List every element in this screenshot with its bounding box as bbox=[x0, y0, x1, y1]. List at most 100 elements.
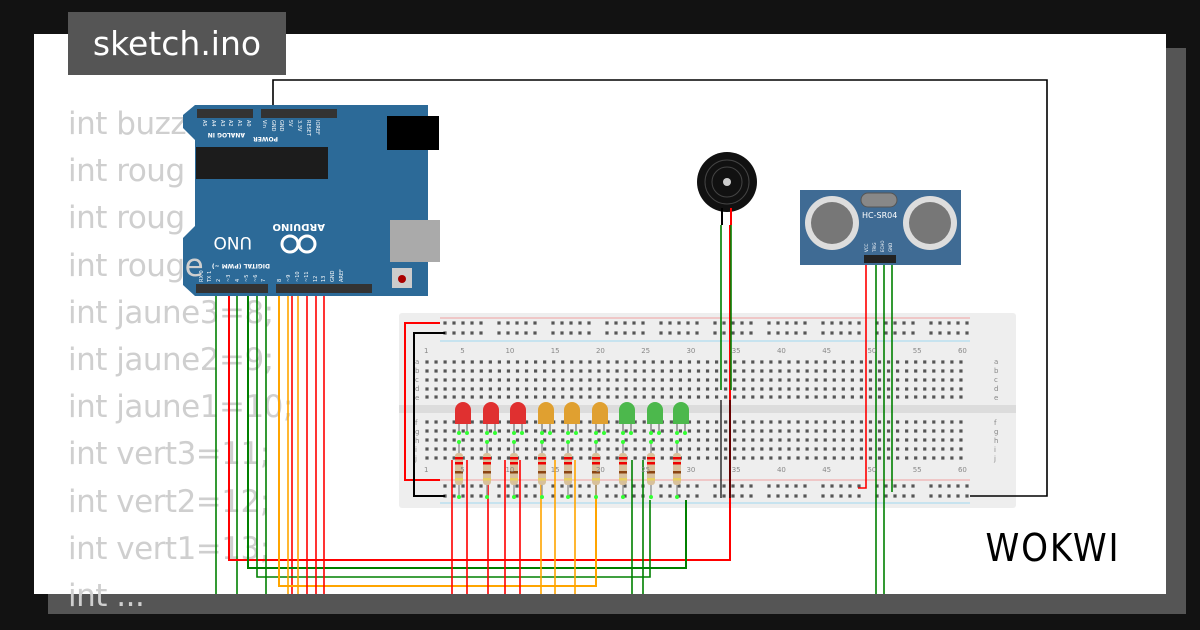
rail-hole[interactable] bbox=[695, 494, 699, 498]
breadboard-hole[interactable] bbox=[552, 395, 556, 399]
breadboard-hole[interactable] bbox=[534, 395, 538, 399]
breadboard-hole[interactable] bbox=[733, 378, 737, 382]
breadboard-hole[interactable] bbox=[715, 447, 719, 451]
breadboard-hole[interactable] bbox=[859, 369, 863, 373]
breadboard-hole[interactable] bbox=[669, 360, 673, 364]
rail-hole[interactable] bbox=[614, 321, 618, 325]
breadboard-hole[interactable] bbox=[425, 429, 429, 433]
breadboard-hole[interactable] bbox=[733, 369, 737, 373]
breadboard-hole[interactable] bbox=[524, 447, 529, 451]
breadboard-hole[interactable] bbox=[687, 447, 692, 451]
breadboard-hole[interactable] bbox=[923, 387, 927, 391]
breadboard-hole[interactable] bbox=[434, 429, 438, 433]
breadboard-hole[interactable] bbox=[859, 387, 863, 391]
breadboard-hole[interactable] bbox=[660, 387, 664, 391]
resistor[interactable] bbox=[455, 440, 463, 499]
rail-hole[interactable] bbox=[911, 321, 915, 325]
rail-hole[interactable] bbox=[695, 484, 699, 488]
breadboard-hole[interactable] bbox=[669, 429, 673, 433]
breadboard-hole[interactable] bbox=[561, 378, 565, 382]
breadboard-hole[interactable] bbox=[950, 395, 954, 399]
breadboard-hole[interactable] bbox=[425, 378, 429, 382]
rail-hole[interactable] bbox=[740, 484, 744, 488]
breadboard-hole[interactable] bbox=[461, 395, 465, 399]
breadboard-hole[interactable] bbox=[751, 387, 755, 391]
breadboard-hole[interactable] bbox=[660, 360, 664, 364]
breadboard-hole[interactable] bbox=[823, 447, 827, 451]
breadboard-hole[interactable] bbox=[579, 456, 583, 460]
breadboard-hole[interactable] bbox=[932, 360, 936, 364]
breadboard-hole[interactable] bbox=[579, 438, 583, 442]
breadboard-hole[interactable] bbox=[896, 447, 900, 451]
breadboard-hole[interactable] bbox=[742, 395, 746, 399]
rail-hole[interactable] bbox=[452, 321, 456, 325]
breadboard-hole[interactable] bbox=[705, 456, 710, 460]
breadboard-hole[interactable] bbox=[515, 447, 520, 451]
rail-hole[interactable] bbox=[929, 494, 933, 498]
breadboard-hole[interactable] bbox=[715, 420, 719, 424]
breadboard-hole[interactable] bbox=[660, 369, 664, 373]
breadboard-hole[interactable] bbox=[615, 395, 619, 399]
breadboard-hole[interactable] bbox=[461, 387, 465, 391]
breadboard-hole[interactable] bbox=[443, 387, 447, 391]
breadboard-hole[interactable] bbox=[624, 369, 628, 373]
breadboard-hole[interactable] bbox=[597, 438, 601, 442]
rail-hole[interactable] bbox=[929, 321, 933, 325]
breadboard-hole[interactable] bbox=[805, 360, 809, 364]
breadboard-hole[interactable] bbox=[515, 429, 520, 433]
rail-hole[interactable] bbox=[785, 331, 789, 335]
breadboard-hole[interactable] bbox=[561, 456, 565, 460]
breadboard-hole[interactable] bbox=[787, 395, 791, 399]
breadboard-hole[interactable] bbox=[923, 456, 927, 460]
rail-hole[interactable] bbox=[893, 321, 897, 325]
breadboard-hole[interactable] bbox=[543, 429, 547, 433]
rail-hole[interactable] bbox=[659, 484, 663, 488]
breadboard-hole[interactable] bbox=[452, 378, 456, 382]
breadboard-hole[interactable] bbox=[615, 360, 619, 364]
breadboard-hole[interactable] bbox=[769, 378, 773, 382]
breadboard-hole[interactable] bbox=[524, 429, 529, 433]
breadboard-hole[interactable] bbox=[950, 447, 954, 451]
breadboard-hole[interactable] bbox=[470, 438, 474, 442]
breadboard-hole[interactable] bbox=[923, 447, 927, 451]
rail-hole[interactable] bbox=[713, 321, 717, 325]
breadboard-hole[interactable] bbox=[959, 447, 963, 451]
breadboard-hole[interactable] bbox=[886, 378, 891, 382]
breadboard-hole[interactable] bbox=[461, 378, 465, 382]
breadboard-hole[interactable] bbox=[561, 438, 565, 442]
breadboard-hole[interactable] bbox=[705, 395, 710, 399]
breadboard-hole[interactable] bbox=[434, 378, 438, 382]
rail-hole[interactable] bbox=[830, 331, 834, 335]
rail-hole[interactable] bbox=[929, 331, 933, 335]
breadboard-hole[interactable] bbox=[443, 420, 447, 424]
breadboard-hole[interactable] bbox=[506, 395, 511, 399]
breadboard-hole[interactable] bbox=[452, 369, 456, 373]
breadboard-hole[interactable] bbox=[742, 429, 746, 433]
breadboard-hole[interactable] bbox=[751, 438, 755, 442]
breadboard-hole[interactable] bbox=[597, 369, 601, 373]
breadboard-hole[interactable] bbox=[470, 387, 474, 391]
breadboard-hole[interactable] bbox=[733, 429, 737, 433]
breadboard-hole[interactable] bbox=[850, 369, 854, 373]
rail-hole[interactable] bbox=[587, 331, 591, 335]
rail-hole[interactable] bbox=[965, 331, 969, 335]
rail-hole[interactable] bbox=[884, 331, 888, 335]
breadboard-hole[interactable] bbox=[805, 438, 809, 442]
breadboard-hole[interactable] bbox=[742, 369, 746, 373]
breadboard-hole[interactable] bbox=[805, 429, 809, 433]
rail-hole[interactable] bbox=[884, 494, 888, 498]
breadboard-hole[interactable] bbox=[497, 387, 501, 391]
breadboard-hole[interactable] bbox=[552, 378, 556, 382]
breadboard-hole[interactable] bbox=[823, 360, 827, 364]
rail-hole[interactable] bbox=[479, 331, 483, 335]
breadboard-hole[interactable] bbox=[624, 387, 628, 391]
rail-hole[interactable] bbox=[623, 494, 627, 498]
breadboard-hole[interactable] bbox=[425, 447, 429, 451]
breadboard-hole[interactable] bbox=[633, 429, 637, 433]
rail-hole[interactable] bbox=[560, 331, 564, 335]
breadboard-hole[interactable] bbox=[905, 369, 909, 373]
breadboard-hole[interactable] bbox=[905, 429, 909, 433]
breadboard-hole[interactable] bbox=[905, 360, 909, 364]
breadboard-hole[interactable] bbox=[515, 387, 520, 391]
breadboard-hole[interactable] bbox=[886, 395, 891, 399]
